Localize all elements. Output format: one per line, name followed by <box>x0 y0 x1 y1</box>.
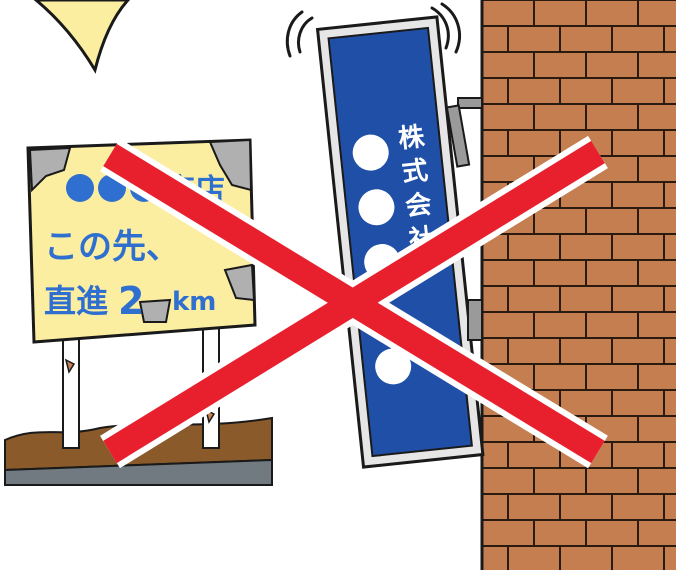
sign-char-2: 式 <box>400 156 429 189</box>
billboard-line3-number: 2 <box>118 279 144 323</box>
wobble-lines-icon <box>285 2 461 58</box>
sign-brackets <box>445 97 483 341</box>
brick-wall <box>480 0 676 570</box>
sign-circle-1 <box>352 134 389 171</box>
billboard-line3-prefix: 直進 <box>44 282 108 320</box>
speech-bubble-icon <box>33 0 131 74</box>
sign-char-1: 株 <box>397 122 427 155</box>
sign-circle-4 <box>375 348 412 385</box>
sign-char-3: 会 <box>404 190 433 223</box>
billboard-circle-1 <box>66 174 94 202</box>
billboard-line2: この先、 <box>44 227 180 267</box>
billboard-line3-unit: km <box>172 287 216 317</box>
sign-circle-2 <box>358 189 395 226</box>
prohibited-cross-icon <box>100 135 608 469</box>
